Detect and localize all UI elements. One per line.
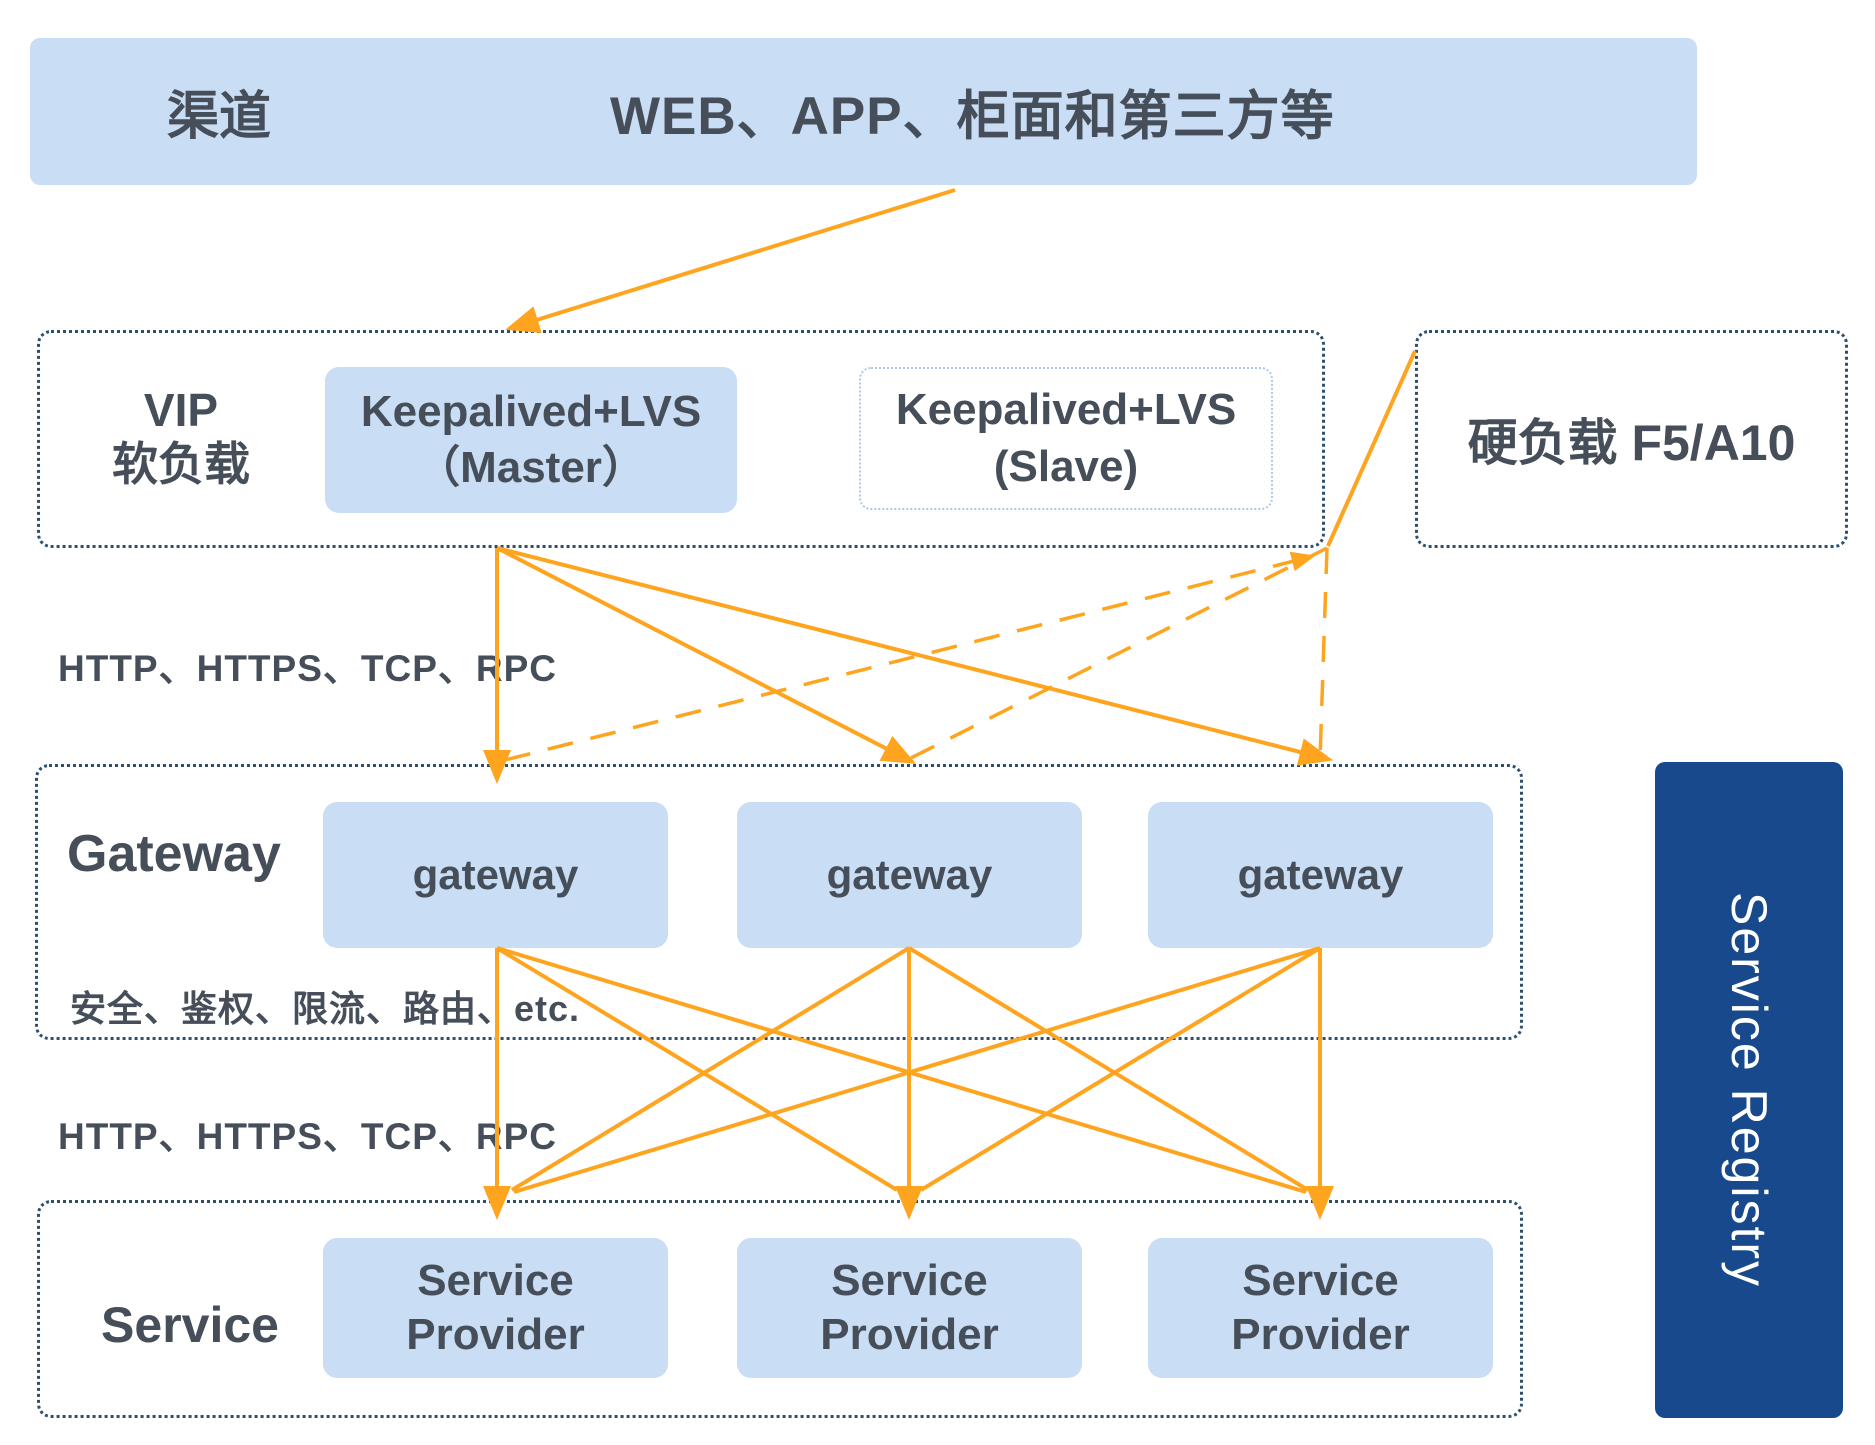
protocol-label-bottom: HTTP、HTTPS、TCP、RPC [58, 1116, 557, 1157]
channel-band-label: 渠道 [167, 88, 272, 146]
vip-title-line2: 软负载 [112, 438, 250, 491]
master-line2: （Master） [416, 443, 646, 492]
arrow-master-to-gateway3 [496, 546, 1334, 766]
slave-line2: (Slave) [993, 441, 1139, 491]
service-title: Service [101, 1297, 279, 1353]
service-provider-3-line2: Provider [1231, 1310, 1410, 1359]
service-provider-1-line1: Service [417, 1256, 574, 1306]
vip-title-line1: VIP [143, 384, 219, 436]
channel-band [30, 38, 1697, 185]
service-registry-panel: Service Registry [1655, 762, 1843, 1418]
line-hardlb-to-vip-corner [1326, 350, 1417, 547]
gateway-node-1: gateway [323, 802, 668, 948]
dashed-gateway1-to-corner [504, 551, 1316, 762]
master-line1: Keepalived+LVS [360, 386, 702, 436]
service-provider-1-line2: Provider [406, 1310, 585, 1359]
dashed-corner-to-gateway2 [906, 546, 1328, 762]
channel-band-content: WEB、APP、柜面和第三方等 [610, 86, 1335, 146]
gateway-node-3: gateway [1148, 802, 1493, 948]
service-registry-label: Service Registry [1721, 892, 1777, 1288]
service-provider-3-line1: Service [1242, 1256, 1399, 1306]
service-provider-node-3: Service Provider [1148, 1238, 1493, 1378]
hard-load-balancer-box: 硬负载 F5/A10 [1415, 330, 1848, 548]
keepalived-master-node: Keepalived+LVS （Master） [325, 367, 737, 513]
gateway-features-label: 安全、鉴权、限流、路由、etc. [70, 988, 581, 1029]
service-provider-node-1: Service Provider [323, 1238, 668, 1378]
service-provider-2-line2: Provider [820, 1310, 999, 1359]
protocol-label-top: HTTP、HTTPS、TCP、RPC [58, 648, 557, 689]
service-provider-node-2: Service Provider [737, 1238, 1082, 1378]
gateway-node-2: gateway [737, 802, 1082, 948]
keepalived-slave-node: Keepalived+LVS (Slave) [859, 367, 1273, 510]
service-provider-2-line1: Service [831, 1256, 988, 1306]
dashed-corner-to-gateway3 [1318, 547, 1329, 761]
vip-soft-load-title: VIP 软负载 [37, 383, 325, 492]
slave-line1: Keepalived+LVS [895, 385, 1237, 435]
arrow-channel-to-vip [505, 188, 956, 333]
gateway-title: Gateway [67, 825, 281, 883]
